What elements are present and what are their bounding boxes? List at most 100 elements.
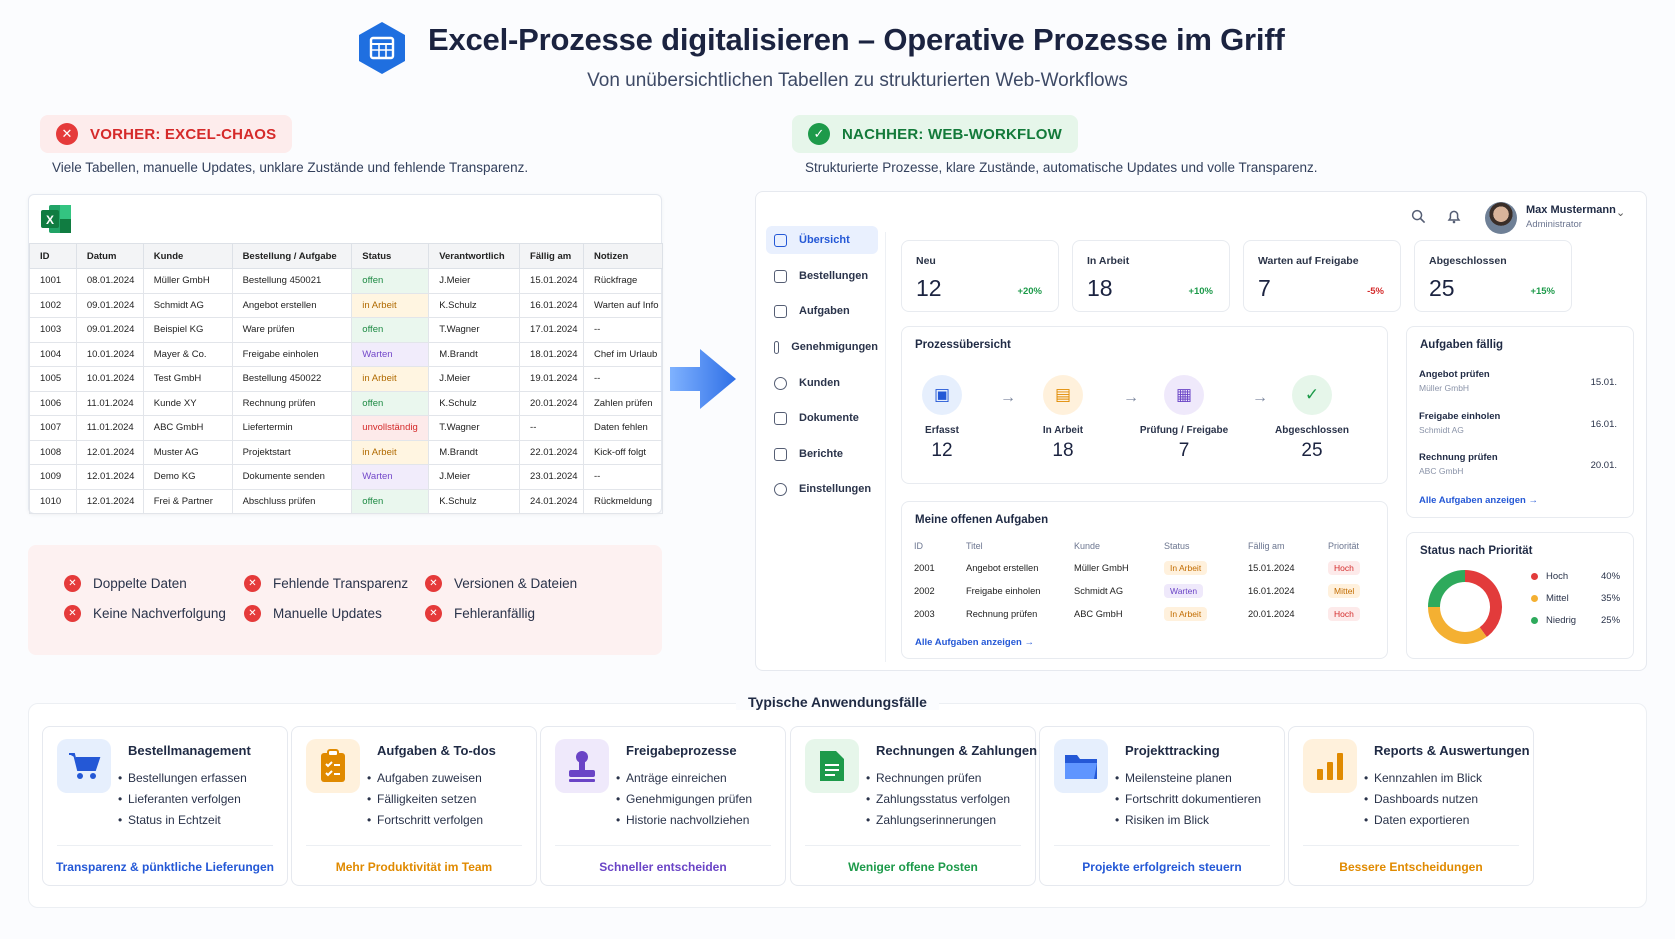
calendar-icon (774, 304, 787, 318)
process-step[interactable]: ✓ Abgeschlossen 25 (1262, 375, 1362, 462)
table-cell: -- (519, 415, 584, 441)
orders-icon (774, 269, 787, 283)
table-cell: 12.01.2024 (75, 488, 144, 514)
table-cell: 10.01.2024 (75, 341, 144, 367)
column-header: Verantwortlich (428, 243, 521, 269)
process-step[interactable]: ▤ In Arbeit 18 (1013, 375, 1113, 462)
table-cell: ABC GmbH (1074, 608, 1123, 619)
divider (1054, 845, 1270, 846)
table-cell: 15.01.2024 (1248, 562, 1295, 573)
table-cell: Angebot erstellen (966, 562, 1039, 573)
use-case-card[interactable]: ProjekttrackingMeilensteine planenFortsc… (1039, 726, 1285, 886)
use-case-card[interactable]: Reports & AuswertungenKennzahlen im Blic… (1288, 726, 1534, 886)
excel-icon: X (41, 205, 71, 233)
bell-icon[interactable] (1446, 208, 1462, 224)
column-header: Bestellung / Aufgabe (231, 243, 353, 269)
table-cell: Muster AG (142, 439, 233, 465)
use-case-title: Aufgaben & To-dos (377, 743, 496, 758)
table-cell: Projektstart (231, 439, 353, 465)
clipboard-icon (306, 739, 360, 793)
process-step[interactable]: ▦ Prüfung / Freigabe 7 (1134, 375, 1234, 462)
process-step[interactable]: ▣ Erfasst 12 (892, 375, 992, 462)
table-cell: 15.01.2024 (519, 268, 584, 294)
page-subtitle: Von unübersichtlichen Tabellen zu strukt… (587, 70, 1128, 91)
sidebar-divider (885, 232, 886, 662)
table-cell: 20.01.2024 (1248, 608, 1295, 619)
use-case-card[interactable]: Aufgaben & To-dosAufgaben zuweisenFällig… (291, 726, 537, 886)
table-cell: -- (582, 366, 664, 392)
use-case-card[interactable]: Rechnungen & ZahlungenRechnungen prüfenZ… (790, 726, 1037, 886)
use-case-card[interactable]: BestellmanagementBestellungen erfassenLi… (42, 726, 288, 886)
table-cell: K.Schulz (428, 488, 521, 514)
chevron-down-icon[interactable]: ⌄ (1616, 207, 1626, 219)
search-icon[interactable] (1411, 209, 1426, 224)
table-cell: K.Schulz (428, 390, 521, 416)
use-case-bullet: Dashboards nutzen (1364, 792, 1478, 806)
sidebar-item-uebersicht[interactable]: Übersicht (766, 226, 878, 254)
sidebar-item-bestellungen[interactable]: Bestellungen (766, 262, 878, 290)
use-case-bullet: Risiken im Blick (1115, 813, 1209, 827)
table-cell: 17.01.2024 (519, 317, 584, 343)
error-icon: ✕ (64, 605, 81, 622)
table-cell: in Arbeit (351, 292, 430, 318)
table-cell: Kick-off folgt (582, 439, 664, 465)
table-cell: 20.01.2024 (519, 390, 584, 416)
sidebar-item-kunden[interactable]: Kunden (766, 369, 878, 397)
table-cell: 16.01.2024 (519, 292, 584, 318)
svg-text:X: X (46, 213, 54, 227)
table-cell: Ware prüfen (231, 317, 353, 343)
table-cell: Mittel (1328, 579, 1378, 602)
priority-badge: Hoch (1328, 606, 1360, 621)
table-cell: 1005 (29, 366, 77, 392)
use-case-bullet: Kennzahlen im Blick (1364, 771, 1482, 785)
table-cell: Bestellung 450021 (231, 268, 353, 294)
table-cell: K.Schulz (428, 292, 521, 318)
avatar[interactable] (1485, 202, 1517, 234)
sidebar-item-einstellungen[interactable]: Einstellungen (766, 475, 878, 503)
user-name: Max Mustermann (1526, 204, 1616, 216)
table-cell: -- (582, 464, 664, 490)
all-tasks-link[interactable]: Alle Aufgaben anzeigen → (915, 637, 1034, 648)
use-case-title: Projekttracking (1125, 743, 1220, 758)
due-all-tasks-link[interactable]: Alle Aufgaben anzeigen → (1419, 495, 1538, 506)
error-icon: ✕ (425, 605, 442, 622)
table-cell: 11.01.2024 (75, 415, 144, 441)
donut-slice-mittel (1428, 606, 1487, 644)
table-cell: offen (351, 488, 430, 514)
sidebar-item-aufgaben[interactable]: Aufgaben (766, 297, 878, 325)
before-label-text: VORHER: EXCEL-CHAOS (90, 125, 277, 143)
divider (306, 845, 522, 846)
use-case-benefit: Projekte erfolgreich steuern (1082, 860, 1242, 874)
use-case-benefit: Transparenz & pünktliche Lieferungen (55, 860, 275, 874)
check-icon: ✓ (808, 123, 830, 145)
sidebar-item-berichte[interactable]: Berichte (766, 440, 878, 468)
arrow-right-icon: → (1123, 389, 1139, 406)
sidebar-item-dokumente[interactable]: Dokumente (766, 404, 878, 432)
table-cell: Bestellung 450022 (231, 366, 353, 392)
table-cell: Dokumente senden (231, 464, 353, 490)
stamp-icon (555, 739, 609, 793)
table-cell: In Arbeit (1164, 602, 1248, 625)
use-case-card[interactable]: FreigabeprozesseAnträge einreichenGenehm… (540, 726, 786, 886)
sidebar-item-genehmigungen[interactable]: Genehmigungen (766, 333, 878, 361)
use-case-bullet: Bestellungen erfassen (118, 771, 247, 785)
open-tasks-title: Meine offenen Aufgaben (915, 514, 1049, 526)
use-case-bullet: Anträge einreichen (616, 771, 727, 785)
table-cell: Kunde XY (142, 390, 233, 416)
use-case-bullet: Fortschritt verfolgen (367, 813, 483, 827)
table-cell: Schmidt AG (142, 292, 233, 318)
table-cell: 09.01.2024 (75, 292, 144, 318)
use-case-title: Freigabeprozesse (626, 743, 737, 758)
table-cell: Freigabe einholen (966, 585, 1041, 596)
